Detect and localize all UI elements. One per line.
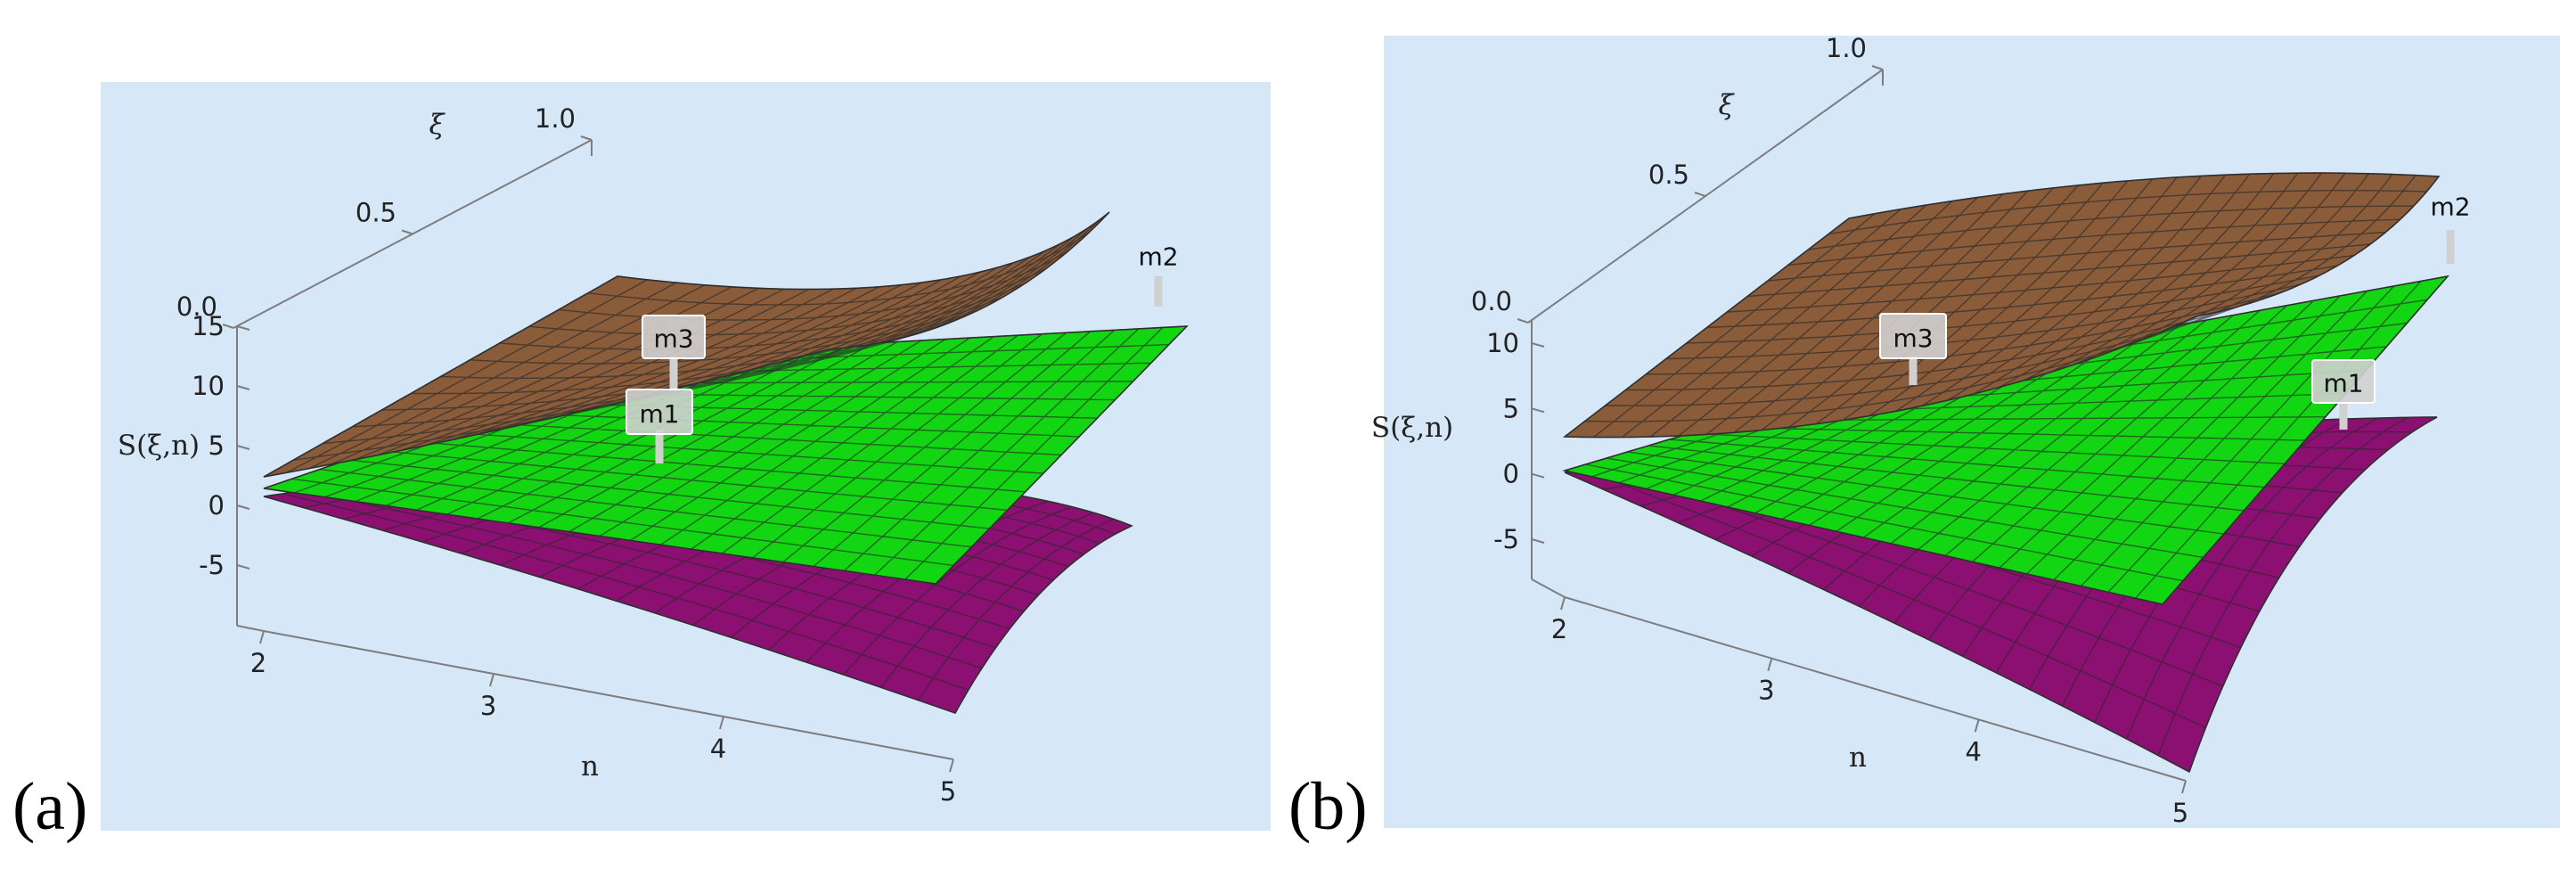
series-label-m1-a-text: m1 — [639, 399, 679, 429]
value-tick-mark — [1531, 407, 1545, 414]
xi-tick-label: 0.5 — [1648, 160, 1689, 190]
xi-tick-label: 1.0 — [1826, 33, 1867, 63]
surface-m3-b — [1562, 172, 2441, 439]
panel-tag-a: (a) — [12, 769, 88, 844]
value-tick-mark — [1531, 342, 1545, 348]
n-tick-label: 3 — [1758, 676, 1774, 706]
value-tick-label: 5 — [1503, 393, 1519, 423]
xi-tick-label: 0.0 — [176, 291, 217, 322]
box-edge-0 — [236, 625, 265, 632]
series-label-m1-b: m1 — [2311, 359, 2376, 430]
series-label-m3-a-box — [642, 315, 706, 359]
series-label-m2-a: m2 — [1138, 242, 1179, 307]
xi-tick-label: 0.5 — [356, 198, 397, 228]
xi-tick-label: 0.0 — [1471, 286, 1512, 316]
xi-tick-mark — [1871, 65, 1884, 70]
n-tick-label: 2 — [1551, 614, 1567, 644]
n-tick-mark — [1560, 596, 1566, 611]
value-tick-mark — [236, 325, 250, 331]
value-axis-label: S(ξ,n) — [1371, 412, 1453, 444]
value-tick-label: 10 — [1486, 328, 1519, 358]
xi-tick-label: 1.0 — [535, 103, 576, 134]
n-tick-mark — [1767, 658, 1773, 671]
xi-tick-mark — [580, 135, 593, 141]
value-tick-mark — [236, 564, 250, 570]
surface-plot-b: 2 3 4 5 0.0 0.5 1.0 10 5 0 -5 n ξS(ξ,n) m3 m1 m2 — [1371, 33, 2560, 828]
n-axis-label: n — [1849, 742, 1867, 774]
axes-b: 2 3 4 5 0.0 0.5 1.0 10 5 0 -5 n ξS(ξ,n) — [1371, 33, 2188, 828]
n-axis-line — [263, 630, 954, 760]
series-label-m1-b-text: m1 — [2323, 369, 2363, 398]
n-tick-label: 5 — [940, 776, 956, 807]
n-tick-mark — [1974, 719, 1980, 733]
series-label-m3-a-text: m3 — [653, 324, 693, 354]
series-label-m1-b-box — [2311, 359, 2376, 404]
value-tick-label: 0 — [209, 490, 225, 521]
series-label-m3-a: m3 — [642, 315, 706, 390]
xi-tick-mark — [401, 229, 413, 235]
value-tick-mark — [236, 385, 250, 390]
value-tick-label: 5 — [209, 430, 225, 461]
series-label-m1-a-box — [626, 389, 693, 435]
n-axis-line — [1564, 596, 2187, 782]
series-label-m1-a: m1 — [626, 389, 693, 463]
box-edge-0 — [1531, 578, 1566, 598]
xi-tick-mark — [1517, 318, 1529, 324]
value-tick-mark — [236, 504, 250, 510]
value-tick-label: -5 — [1493, 524, 1519, 554]
n-tick-mark — [259, 630, 265, 644]
xi-tick-mark — [1694, 192, 1706, 197]
value-tick-label: 10 — [192, 371, 225, 401]
value-tick-mark — [236, 445, 250, 450]
n-tick-label: 2 — [250, 648, 266, 678]
series-label-m3-b-box — [1879, 313, 1947, 359]
n-tick-mark — [2181, 780, 2187, 794]
axes-a: 2 3 4 5 0.0 0.5 1.0 15 10 5 0 -5 n ξS(ξ,n) — [118, 103, 956, 807]
n-tick-mark — [489, 673, 495, 687]
value-tick-label: 15 — [192, 311, 225, 341]
n-tick-mark — [719, 716, 724, 730]
n-tick-mark — [949, 758, 954, 773]
xi-tick-mark — [222, 324, 234, 329]
series-label-m2-a-text: m2 — [1138, 242, 1178, 272]
series-label-m2-b-text: m2 — [2430, 193, 2470, 222]
n-tick-label: 4 — [710, 734, 726, 764]
value-tick-label: 0 — [1503, 459, 1519, 489]
n-tick-label: 3 — [480, 691, 496, 721]
n-tick-label: 4 — [1965, 736, 1981, 767]
xi-axis-label: ξ — [429, 109, 446, 141]
value-tick-mark — [1531, 472, 1545, 479]
series-label-m2-b: m2 — [2430, 193, 2471, 264]
n-axis-label: n — [581, 750, 599, 783]
value-tick-label: -5 — [199, 550, 225, 580]
xi-axis-label: ξ — [1718, 89, 1735, 121]
surface-plot-a: 2 3 4 5 0.0 0.5 1.0 15 10 5 0 -5 n ξS(ξ,n) m3 m1 m2 — [101, 82, 1271, 831]
value-axis-label: S(ξ,n) — [118, 430, 200, 462]
panel-tag-b: (b) — [1288, 769, 1368, 844]
n-tick-label: 5 — [2172, 798, 2188, 828]
value-tick-mark — [1531, 538, 1545, 544]
series-label-m3-b-text: m3 — [1893, 324, 1933, 353]
series-label-m3-b: m3 — [1879, 313, 1947, 385]
